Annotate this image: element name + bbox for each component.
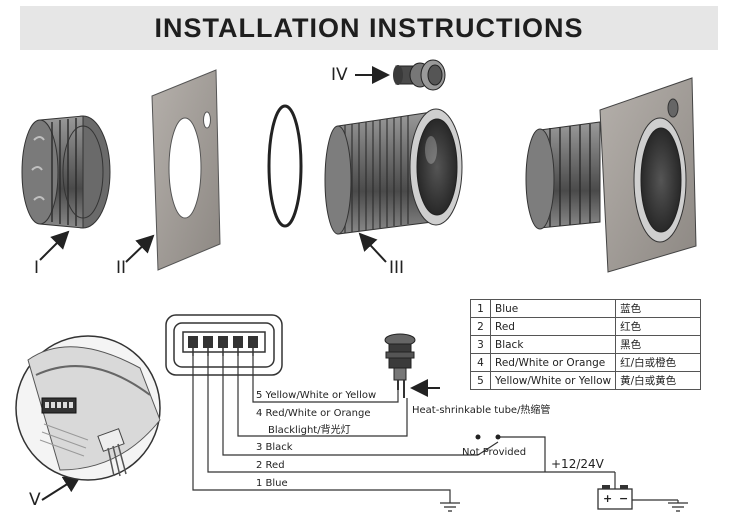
part-label-i: I xyxy=(34,258,40,278)
voltage-label: +12/24V xyxy=(551,457,604,471)
part-label-iii: III xyxy=(389,258,405,278)
o-ring-illustration xyxy=(267,104,303,228)
battery-minus-label: − xyxy=(619,492,629,505)
table-row: 5 Yellow/White or Yellow 黄/白或黄色 xyxy=(470,371,702,390)
wire-label-4: 4 Red/White or Orange xyxy=(256,408,371,419)
wire-label-4-backlight: Blacklight/背光灯 xyxy=(268,425,351,436)
ground-icon xyxy=(440,502,460,512)
wire-label-3: 3 Black xyxy=(256,442,293,453)
wire-color-table: 1 Blue 蓝色 2 Red 红色 3 Black 黑色 4 Red/Whit… xyxy=(470,299,702,390)
ground-icon xyxy=(668,502,688,512)
table-row: 2 Red 红色 xyxy=(470,317,702,336)
part-label-iv: IV xyxy=(331,65,348,85)
battery-icon xyxy=(597,485,633,510)
wire-label-1: 1 Blue xyxy=(256,478,288,489)
nut-part-illustration xyxy=(21,115,111,229)
assembled-gauge-illustration xyxy=(525,77,697,273)
not-provided-label: Not Provided xyxy=(462,447,527,458)
mounting-plate-illustration xyxy=(151,69,221,271)
heat-shrink-label: Heat-shrinkable tube/热缩管 xyxy=(412,405,551,416)
wiring-lines xyxy=(192,356,679,503)
gauge-connector xyxy=(165,314,283,376)
junction-dots xyxy=(475,434,501,440)
connector-detail-circle xyxy=(15,335,161,481)
table-row: 4 Red/White or Orange 红/白或橙色 xyxy=(470,353,702,372)
part-label-ii: II xyxy=(116,258,127,278)
part-label-v: V xyxy=(29,490,41,510)
gauge-body-illustration xyxy=(324,108,463,235)
wire-label-5: 5 Yellow/White or Yellow xyxy=(256,390,377,401)
part-arrows xyxy=(39,66,390,501)
push-button-illustration xyxy=(393,59,446,91)
title-banner: INSTALLATION INSTRUCTIONS xyxy=(20,6,718,50)
wire-label-2: 2 Red xyxy=(256,460,285,471)
page-title: INSTALLATION INSTRUCTIONS xyxy=(154,12,584,43)
backlight-switch-illustration xyxy=(384,333,416,398)
table-row: 1 Blue 蓝色 xyxy=(470,299,702,318)
battery-plus-label: + xyxy=(603,492,613,505)
table-row: 3 Black 黑色 xyxy=(470,335,702,354)
